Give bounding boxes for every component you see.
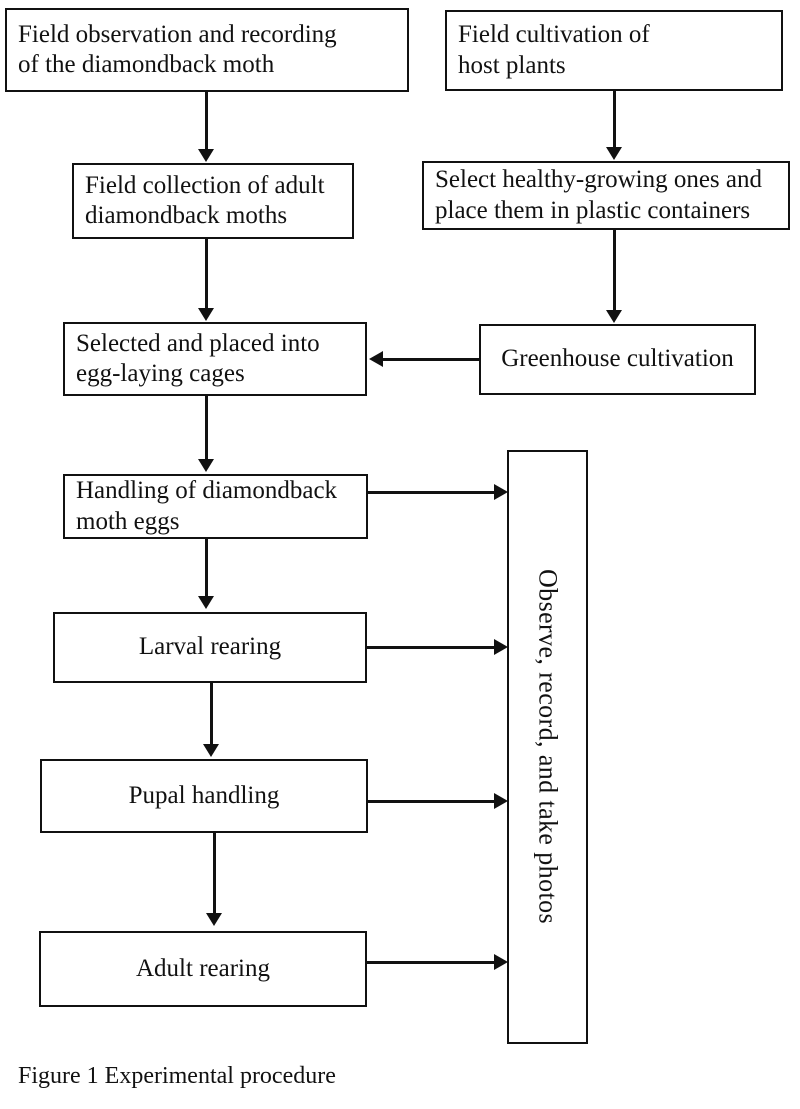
- node-larval-rearing[interactable]: Larval rearing: [53, 612, 367, 683]
- node-pupal-handling-label: Pupal handling: [128, 781, 280, 809]
- arrowhead-greenhouse-to-cages: [369, 351, 383, 367]
- node-field-observation[interactable]: Field observation and recording of the d…: [5, 8, 409, 92]
- connector-collection-to-cages: [205, 239, 208, 309]
- connector-cages-to-egg-handling: [205, 396, 208, 460]
- arrowhead-observation-to-collection: [198, 149, 214, 162]
- arrowhead-select-to-greenhouse: [606, 310, 622, 323]
- node-egg-laying-cages-label: Selected and placed into egg-laying cage…: [76, 329, 320, 388]
- connector-pupal-to-observe: [368, 800, 496, 803]
- node-pupal-handling[interactable]: Pupal handling: [40, 759, 368, 833]
- figure-caption: Figure 1 Experimental procedure: [18, 1063, 336, 1089]
- node-greenhouse-cultivation-label: Greenhouse cultivation: [501, 345, 734, 373]
- node-adult-rearing[interactable]: Adult rearing: [39, 931, 367, 1007]
- arrowhead-cultivation-to-select: [606, 147, 622, 160]
- connector-larval-to-pupal: [210, 683, 213, 745]
- connector-pupal-to-adult: [213, 833, 216, 915]
- arrowhead-larval-to-observe: [494, 639, 508, 655]
- node-field-collection[interactable]: Field collection of adult diamondback mo…: [72, 163, 354, 239]
- node-select-healthy-plants-label: Select healthy-growing ones and place th…: [435, 166, 762, 224]
- connector-larval-to-observe: [367, 646, 496, 649]
- arrowhead-pupal-to-adult: [206, 913, 222, 926]
- node-egg-handling-label: Handling of diamondback moth eggs: [76, 477, 338, 535]
- arrowhead-pupal-to-observe: [494, 793, 508, 809]
- node-observe-record-photos-label: Observe, record, and take photos: [533, 569, 563, 925]
- node-egg-laying-cages[interactable]: Selected and placed into egg-laying cage…: [63, 322, 367, 396]
- node-greenhouse-cultivation[interactable]: Greenhouse cultivation: [479, 324, 756, 395]
- connector-egg-handling-to-larval: [205, 539, 208, 597]
- node-field-observation-label: Field observation and recording of the d…: [18, 20, 337, 79]
- connector-adult-to-observe: [367, 961, 496, 964]
- node-field-collection-label: Field collection of adult diamondback mo…: [85, 171, 325, 230]
- connector-select-to-greenhouse: [613, 230, 616, 311]
- arrowhead-adult-to-observe: [494, 954, 508, 970]
- arrowhead-collection-to-cages: [198, 308, 214, 321]
- connector-greenhouse-to-cages: [383, 358, 481, 361]
- arrowhead-egg-handling-to-larval: [198, 596, 214, 609]
- node-observe-record-photos[interactable]: Observe, record, and take photos: [507, 450, 588, 1044]
- node-field-cultivation-label: Field cultivation of host plants: [458, 21, 650, 79]
- node-field-cultivation[interactable]: Field cultivation of host plants: [445, 10, 783, 91]
- node-larval-rearing-label: Larval rearing: [138, 633, 282, 661]
- arrowhead-cages-to-egg-handling: [198, 459, 214, 472]
- arrowhead-egg-handling-to-observe: [494, 484, 508, 500]
- connector-egg-handling-to-observe: [368, 491, 496, 494]
- node-egg-handling[interactable]: Handling of diamondback moth eggs: [63, 474, 368, 539]
- connector-observation-to-collection: [205, 92, 208, 150]
- node-select-healthy-plants[interactable]: Select healthy-growing ones and place th…: [422, 161, 790, 230]
- connector-cultivation-to-select: [613, 91, 616, 148]
- node-adult-rearing-label: Adult rearing: [136, 954, 270, 982]
- arrowhead-larval-to-pupal: [203, 744, 219, 757]
